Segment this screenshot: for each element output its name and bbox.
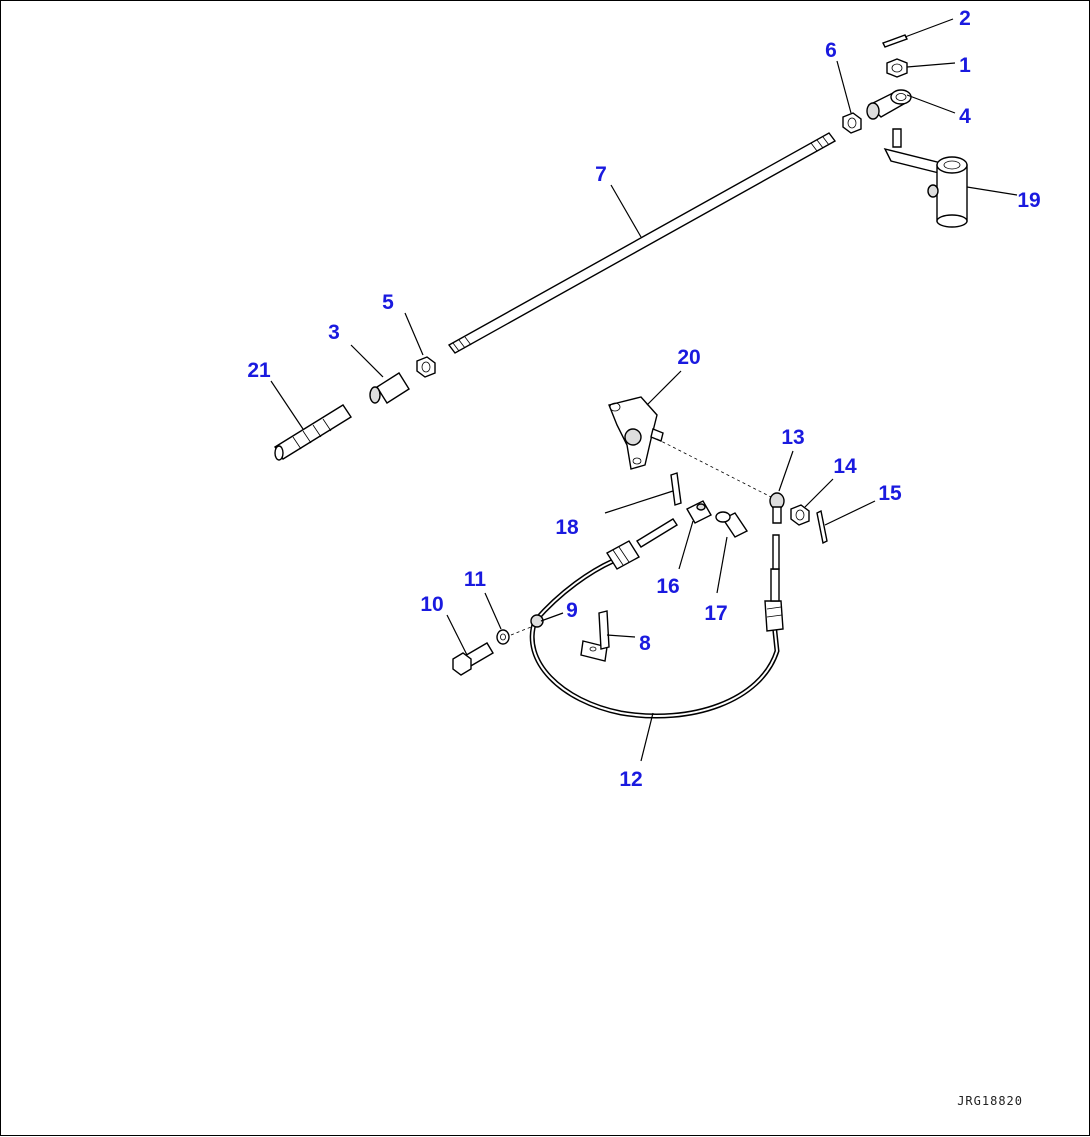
callout-18: 18 (555, 516, 579, 539)
leader-lines (270, 18, 1018, 762)
callout-8: 8 (639, 632, 651, 655)
drawing-reference: JRG18820 (957, 1094, 1023, 1108)
callout-4: 4 (959, 105, 971, 128)
callout-19: 19 (1017, 189, 1040, 212)
callout-12: 12 (619, 768, 642, 791)
callout-7: 7 (595, 163, 607, 186)
bracket-20 (608, 396, 664, 470)
callout-14: 14 (833, 455, 857, 478)
callout-9: 9 (566, 599, 578, 622)
assembly-line-11-9 (510, 626, 532, 636)
nut-5 (416, 356, 436, 378)
callout-15: 15 (878, 482, 902, 505)
nut-1 (886, 58, 908, 78)
clevis-16 (686, 500, 712, 524)
nut-6 (842, 112, 862, 134)
joint-3 (369, 372, 410, 404)
callout-2: 2 (959, 7, 971, 30)
ball-joint-13 (769, 492, 785, 524)
rod-end-4 (866, 89, 912, 120)
control-rod-7 (447, 132, 837, 354)
cotter-pin-15 (816, 509, 828, 545)
pin-17 (715, 511, 749, 538)
lever-19 (883, 128, 968, 228)
pin-18 (670, 472, 682, 506)
bolt-10 (452, 642, 494, 676)
callout-3: 3 (328, 321, 340, 344)
callout-20: 20 (677, 346, 700, 369)
control-cable-12 (529, 518, 784, 719)
callout-17: 17 (704, 602, 727, 625)
callout-10: 10 (420, 593, 443, 616)
nut-14 (790, 504, 810, 526)
callout-11: 11 (464, 568, 487, 591)
callout-6: 6 (825, 39, 837, 62)
cotter-pin-2 (882, 34, 908, 48)
callout-1: 1 (959, 54, 971, 77)
washer-11 (496, 629, 510, 645)
callout-5: 5 (382, 291, 394, 314)
callout-21: 21 (247, 359, 271, 382)
callout-16: 16 (656, 575, 679, 598)
threaded-rod-21 (274, 404, 352, 461)
callout-13: 13 (781, 426, 804, 449)
clamp-bracket-8 (580, 610, 610, 662)
